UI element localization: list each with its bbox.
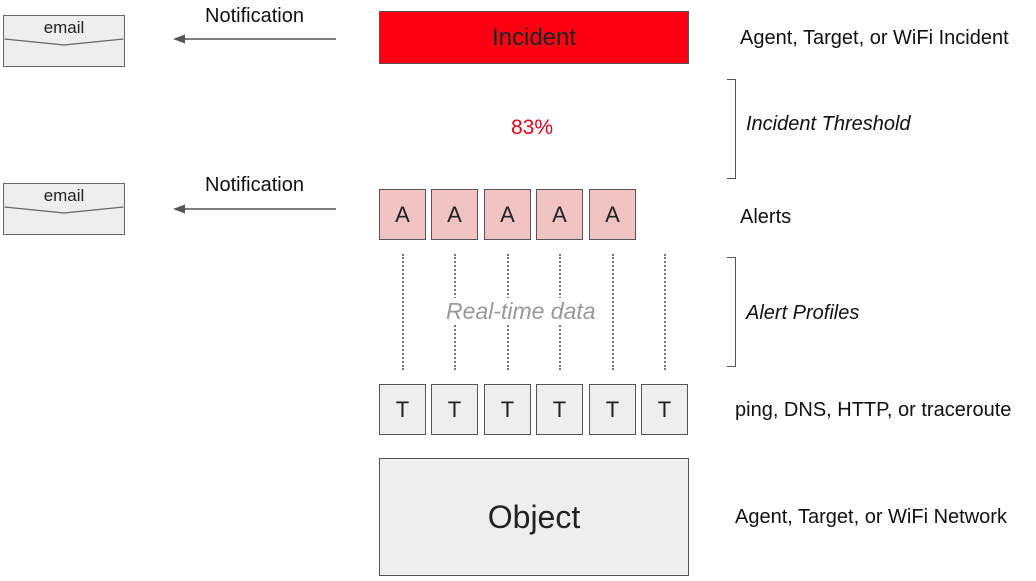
incident-label: Incident [491,23,577,51]
envelope-flap-icon [3,37,124,46]
test-label: T [500,396,515,422]
object-box: Object [379,458,689,576]
test-label: T [657,396,672,422]
data-stream-line [664,254,666,370]
incident-description: Agent, Target, or WiFi Incident [740,27,1009,49]
alert-box: A [431,189,478,240]
email-label: email [43,18,85,37]
tests-description: ping, DNS, HTTP, or traceroute [735,399,1012,421]
alert-profiles-bracket [727,257,736,367]
threshold-bracket [727,79,736,179]
object-label: Object [487,498,581,535]
email-envelope-1: email [3,15,125,67]
data-stream-line [402,254,404,370]
alert-box: A [379,189,426,240]
test-label: T [395,396,410,422]
test-label: T [447,396,462,422]
alert-label: A [447,201,462,227]
alert-label: A [552,201,567,227]
test-box: T [641,384,688,435]
notification-label-2: Notification [205,174,304,196]
alert-box: A [536,189,583,240]
alerts-label: Alerts [740,206,792,228]
threshold-percent: 83% [511,116,554,139]
notification-arrow-2 [173,204,336,214]
incident-threshold-label: Incident Threshold [746,113,911,135]
notification-arrow-1 [173,34,336,44]
test-label: T [552,396,567,422]
alert-label: A [500,201,515,227]
test-box: T [536,384,583,435]
alert-box: A [589,189,636,240]
test-box: T [379,384,426,435]
test-label: T [605,396,620,422]
object-description: Agent, Target, or WiFi Network [735,506,1007,528]
envelope-flap-icon [3,205,124,214]
data-stream-line [612,254,614,370]
email-label: email [43,186,85,205]
incident-box: Incident [379,11,689,64]
alert-profiles-label: Alert Profiles [746,302,860,324]
email-envelope-2: email [3,183,125,235]
alert-label: A [605,201,620,227]
alert-label: A [395,201,410,227]
test-box: T [431,384,478,435]
realtime-data-label: Real-time data [444,298,598,325]
test-box: T [589,384,636,435]
alert-box: A [484,189,531,240]
test-box: T [484,384,531,435]
notification-label-1: Notification [205,5,304,27]
